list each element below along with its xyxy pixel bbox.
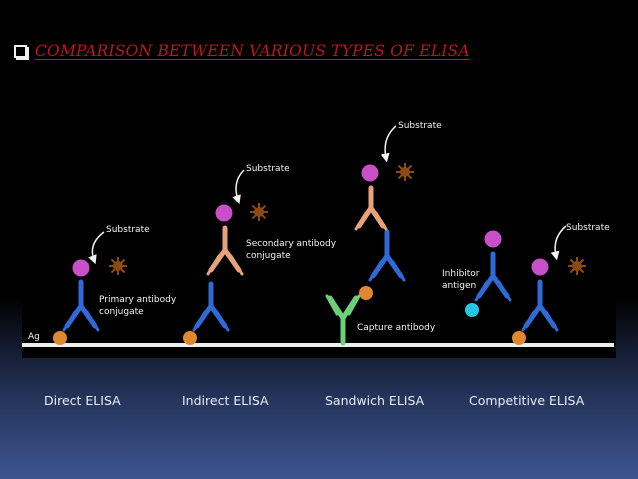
indirect-antigen bbox=[183, 331, 197, 345]
slide-title: COMPARISON BETWEEN VARIOUS TYPES OF ELIS… bbox=[14, 42, 614, 60]
sandwich-elisa-group: Substrate Capture antibody bbox=[325, 121, 442, 346]
competitive-bound-antigen bbox=[512, 331, 526, 345]
competitive-elisa-group: Substrate Inhibitor antigen bbox=[442, 223, 610, 345]
elisa-diagram-panel bbox=[22, 103, 616, 358]
direct-primary-antibody bbox=[62, 279, 100, 332]
competitive-bound-enzyme bbox=[531, 258, 549, 276]
indirect-secondary-antibody bbox=[206, 225, 244, 276]
indirect-conjugate-label-1: Secondary antibody bbox=[246, 239, 337, 249]
sandwich-substrate-label: Substrate bbox=[398, 121, 442, 131]
indirect-enzyme bbox=[215, 204, 233, 222]
sandwich-enzyme bbox=[361, 164, 379, 182]
competitive-inhibitor-label-1: Inhibitor bbox=[442, 269, 480, 279]
sandwich-antigen bbox=[359, 286, 373, 300]
indirect-elisa-group: Substrate Secondary antibody conjugate bbox=[183, 164, 337, 345]
sandwich-secondary-antibody bbox=[354, 185, 388, 231]
caption-sandwich-elisa: Sandwich ELISA bbox=[325, 393, 425, 408]
surface-label-ag: Ag bbox=[28, 332, 40, 342]
sandwich-arrow bbox=[380, 125, 397, 163]
competitive-free-enzyme bbox=[484, 230, 502, 248]
title-text: COMPARISON BETWEEN VARIOUS TYPES OF ELIS… bbox=[35, 42, 470, 60]
indirect-substrate-label: Substrate bbox=[246, 164, 290, 174]
competitive-bound-antibody bbox=[521, 279, 559, 332]
direct-substrate-label: Substrate bbox=[106, 225, 150, 235]
competitive-inhibitor-label-2: antigen bbox=[442, 281, 476, 291]
sandwich-capture-antibody bbox=[325, 294, 361, 346]
indirect-arrow bbox=[232, 169, 245, 205]
indirect-substrate-icon bbox=[250, 203, 268, 221]
competitive-substrate-label: Substrate bbox=[566, 223, 610, 233]
sandwich-capture-label: Capture antibody bbox=[357, 323, 436, 333]
sandwich-substrate-icon bbox=[396, 163, 414, 181]
competitive-arrow bbox=[550, 225, 567, 261]
direct-antigen bbox=[53, 331, 67, 345]
direct-conjugate-label-2: conjugate bbox=[99, 307, 144, 317]
competitive-free-antibody bbox=[474, 251, 512, 302]
caption-competitive-elisa: Competitive ELISA bbox=[469, 393, 585, 408]
caption-direct-elisa: Direct ELISA bbox=[44, 393, 121, 408]
sandwich-detection-antibody bbox=[368, 229, 406, 282]
direct-enzyme bbox=[72, 259, 90, 277]
competitive-inhibitor-antigen bbox=[465, 303, 479, 317]
direct-substrate-icon bbox=[109, 257, 127, 275]
competitive-substrate-icon bbox=[568, 257, 586, 275]
checkbox-bullet-icon bbox=[14, 44, 27, 58]
direct-elisa-group: Substrate Primary antibody conjugate bbox=[53, 225, 177, 345]
direct-arrow bbox=[88, 231, 105, 265]
indirect-primary-antibody bbox=[192, 281, 230, 332]
indirect-conjugate-label-2: conjugate bbox=[246, 251, 291, 261]
caption-indirect-elisa: Indirect ELISA bbox=[182, 393, 269, 408]
direct-conjugate-label-1: Primary antibody bbox=[99, 295, 177, 305]
